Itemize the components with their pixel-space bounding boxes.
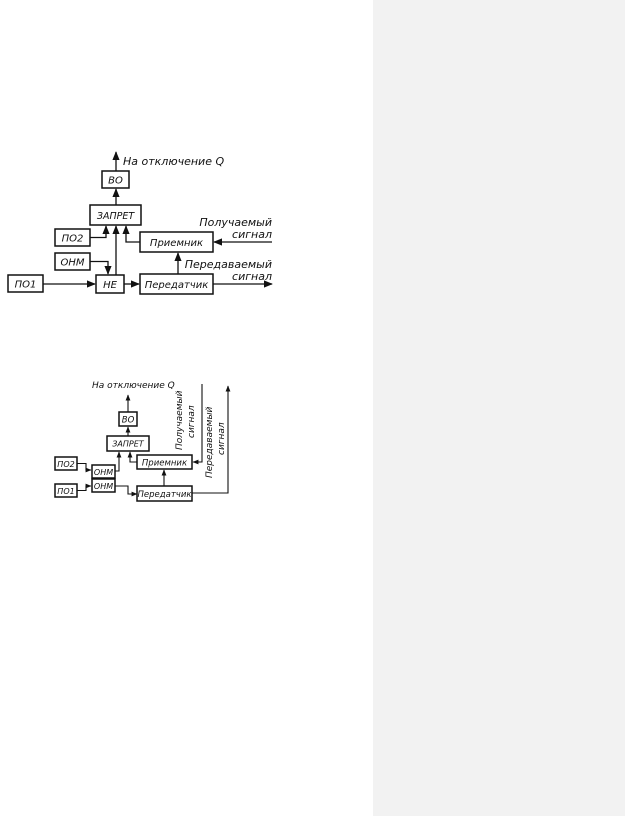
d2-zapret-box bbox=[106, 435, 150, 452]
d1-zapret-label: ЗАПРЕТ bbox=[97, 211, 135, 222]
d1-receiver-label: Приемник bbox=[150, 238, 203, 249]
d2-vo-label: ВО bbox=[122, 416, 135, 426]
d2-onm-bottom-label: ОНМ bbox=[94, 482, 113, 491]
d1-vo-box bbox=[101, 170, 130, 189]
d1-transmitter-label: Передатчик bbox=[145, 280, 209, 291]
d1-receiver-to-zapret bbox=[122, 225, 140, 243]
d2-transmitted-signal-label-1: Передаваемый bbox=[205, 406, 215, 478]
d1-output-label: На отключение Q bbox=[123, 155, 224, 168]
d2-receiver-to-zapret bbox=[127, 451, 137, 463]
diagram-2: На отключение Q ВО ЗАПРЕТ ПО2 ОНМ ОНМ ПО… bbox=[54, 381, 231, 502]
d2-transmitted-signal-label-2: сигнал bbox=[217, 422, 227, 455]
d2-received-signal-arrow bbox=[192, 384, 203, 465]
d2-po1-to-onm bbox=[77, 483, 92, 492]
d1-received-signal-label-1: Получаемый bbox=[199, 216, 272, 229]
d2-received-signal-label-1: Получаемый bbox=[175, 390, 185, 450]
d2-onm-top-label: ОНМ bbox=[94, 468, 113, 477]
d1-received-signal-label-2: сигнал bbox=[232, 228, 272, 241]
d2-transmitter-label: Передатчик bbox=[138, 490, 193, 500]
d2-receiver-label: Приемник bbox=[142, 459, 188, 469]
d2-po1-label: ПО1 bbox=[57, 487, 74, 496]
d2-output-label: На отключение Q bbox=[92, 381, 175, 391]
side-panel bbox=[373, 0, 625, 816]
d2-transmitted-signal-arrow bbox=[192, 385, 231, 494]
diagram-1: На отключение Q ВО ЗАПРЕТ ПО2 ОНМ ПО1 НЕ bbox=[7, 151, 273, 295]
d1-po2-to-zapret bbox=[90, 225, 110, 239]
d1-vo-label: ВО bbox=[108, 176, 123, 187]
d2-onm-bottom-to-transmitter bbox=[115, 485, 138, 497]
d1-zapret-box bbox=[89, 204, 142, 226]
d1-ne-label: НЕ bbox=[103, 280, 118, 291]
d2-onm-top-to-zapret bbox=[115, 451, 122, 472]
d1-onm-to-ne bbox=[90, 260, 112, 275]
d1-onm-label: ОНМ bbox=[60, 258, 84, 269]
d1-po1-label: ПО1 bbox=[15, 280, 37, 291]
document-page bbox=[0, 0, 373, 816]
d2-po2-label: ПО2 bbox=[57, 460, 74, 469]
d1-po2-label: ПО2 bbox=[62, 234, 84, 245]
d1-transmitted-signal-label-1: Передаваемый bbox=[185, 258, 272, 271]
d1-transmitted-signal-label-2: сигнал bbox=[232, 270, 272, 283]
d2-received-signal-label-2: сигнал bbox=[187, 405, 197, 438]
d2-po2-to-onm bbox=[77, 462, 92, 473]
d2-vo-box bbox=[118, 411, 138, 427]
d2-zapret-label: ЗАПРЕТ bbox=[112, 440, 144, 449]
